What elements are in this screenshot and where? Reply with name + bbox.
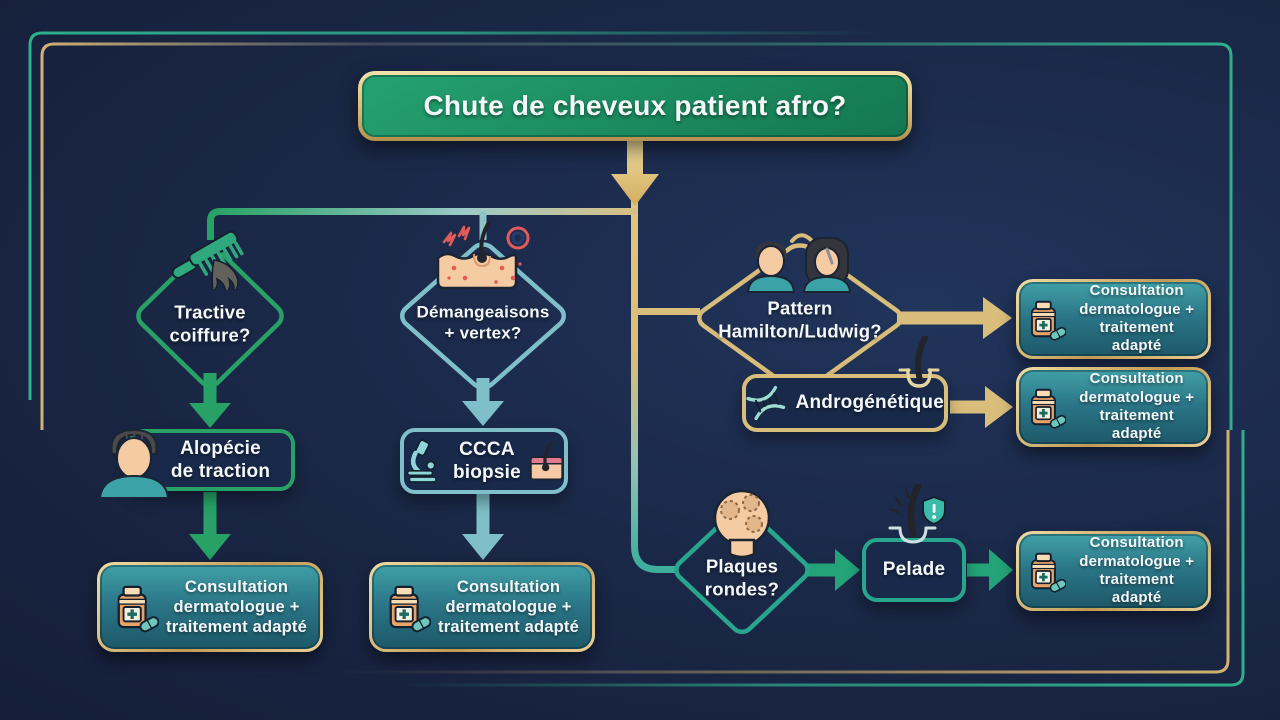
result-traction-label: Consultation dermatologue + traitement a… xyxy=(166,577,307,637)
arrow-traction-down xyxy=(189,492,231,560)
result-pattern-label: Consultation dermatologue + traitement a… xyxy=(1079,282,1195,355)
arrow-ccca-down xyxy=(462,492,504,560)
connector-left-branch xyxy=(207,208,637,240)
head-patches-icon xyxy=(713,489,771,559)
result-pelade-label: Consultation dermatologue + traitement a… xyxy=(1079,534,1195,607)
diagnosis-pelade-box: Pelade xyxy=(862,538,966,602)
result-traction-box: Consultation dermatologue + traitement a… xyxy=(97,562,323,652)
diagnosis-traction-label: Alopécie de traction xyxy=(170,437,271,482)
comb-icon xyxy=(171,230,244,290)
arrow-pelade-right xyxy=(967,549,1013,591)
result-ccca-label: Consultation dermatologue + traitement a… xyxy=(438,577,579,637)
arrow-plaques-right xyxy=(806,549,860,591)
arrow-androgenetique-right xyxy=(950,386,1013,428)
hair-follicle-icon xyxy=(898,336,940,388)
arrow-itch-down xyxy=(462,378,504,426)
follicle-shield-icon xyxy=(888,484,946,544)
root-question-box: Chute de cheveux patient afro? xyxy=(358,71,912,141)
dna-icon xyxy=(746,385,786,421)
result-pelade-box: Consultation dermatologue + traitement a… xyxy=(1016,531,1211,611)
result-pattern-box: Consultation dermatologue + traitement a… xyxy=(1016,279,1211,359)
balding-couple-icon xyxy=(746,233,852,293)
diagnosis-ccca-label: CCCA biopsie xyxy=(452,438,521,483)
decision-plaques-label: Plaques rondes? xyxy=(704,555,780,599)
medication-icon xyxy=(117,585,160,633)
scalp-itch-icon xyxy=(436,222,530,290)
result-ccca-box: Consultation dermatologue + traitement a… xyxy=(369,562,595,652)
diagnosis-androgenetique-label: Androgénétique xyxy=(795,392,944,414)
diagnosis-ccca-box: CCCA biopsie xyxy=(400,428,568,494)
result-androgenetique-label: Consultation dermatologue + traitement a… xyxy=(1079,370,1195,443)
decision-pattern-label: Pattern Hamilton/Ludwig? xyxy=(718,297,882,341)
skin-biopsy-icon xyxy=(529,440,564,481)
balding-man-icon xyxy=(98,428,170,498)
arrow-tractive-down xyxy=(189,373,231,428)
decision-itch-label: Démangeaisons + vertex? xyxy=(416,302,550,342)
arrow-pattern-right xyxy=(897,297,1012,339)
medication-icon xyxy=(1030,552,1067,593)
decision-tractive-label: Tractive coiffure? xyxy=(169,301,251,345)
connector-main-vertical xyxy=(631,200,676,573)
medication-icon xyxy=(1030,300,1067,341)
medication-icon xyxy=(1030,388,1067,429)
microscope-icon xyxy=(406,439,437,483)
arrow-title-down xyxy=(611,138,659,206)
diagnosis-pelade-label: Pelade xyxy=(882,559,946,581)
result-androgenetique-box: Consultation dermatologue + traitement a… xyxy=(1016,367,1211,447)
medication-icon xyxy=(389,585,432,633)
root-question-label: Chute de cheveux patient afro? xyxy=(423,89,847,121)
